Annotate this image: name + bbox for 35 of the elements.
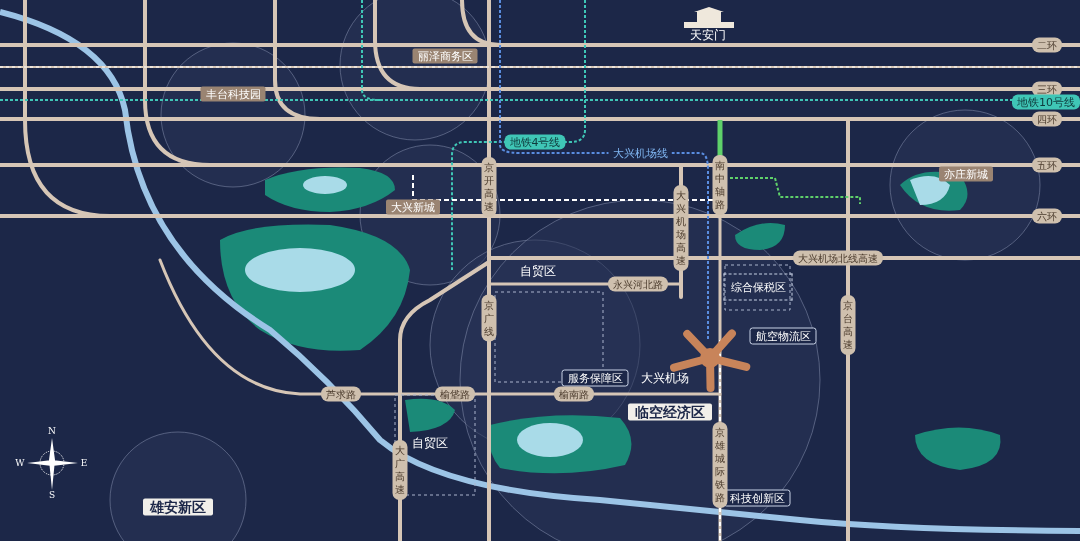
zone-label: 自贸区 [520, 264, 556, 278]
road-name-label: 芦求路 [321, 386, 361, 402]
compass-letter: N [48, 424, 56, 438]
road-name-label: 大兴机场北线高速 [793, 250, 883, 266]
ring-road-label: 二环 [1032, 37, 1062, 53]
district-tag: 雄安新区 [143, 498, 213, 516]
road-name-label: 榆垡路 [435, 386, 475, 402]
compass-letter: S [48, 488, 56, 502]
road-name-label: 南中轴路 [712, 155, 728, 215]
landmark-label: 天安门 [690, 28, 726, 42]
district-tag: 亦庄新城 [939, 166, 993, 182]
airport-label: 大兴机场 [641, 371, 689, 385]
metro-line-label: 地铁4号线 [504, 134, 566, 150]
road-name-label: 京广线 [481, 294, 497, 342]
district-tag: 丽泽商务区 [412, 48, 478, 64]
zone-label: 自贸区 [412, 436, 448, 450]
road-name-label: 永兴河北路 [608, 276, 668, 292]
district-tag: 大兴新城 [386, 199, 440, 215]
district-tag: 航空物流区 [749, 327, 817, 345]
compass-letter: W [15, 456, 25, 470]
road-name-label: 大广高速 [392, 440, 408, 500]
road-name-label: 京台高速 [840, 295, 856, 355]
ring-road-label: 四环 [1032, 111, 1062, 127]
ring-road-label: 五环 [1032, 157, 1062, 173]
road-name-label: 榆南路 [554, 386, 594, 402]
metro-line-label: 大兴机场线 [608, 146, 672, 160]
district-tag: 丰台科技园 [200, 86, 266, 102]
compass-letter: E [80, 456, 88, 470]
district-tag: 服务保障区 [561, 369, 629, 387]
district-tag: 临空经济区 [628, 403, 712, 421]
railway-label: 京雄城际铁路 [712, 422, 728, 508]
metro-line-label: 地铁10号线 [1012, 94, 1080, 110]
road-name-label: 京开高速 [481, 157, 497, 217]
ring-road-label: 六环 [1032, 208, 1062, 224]
road-name-label: 大兴机场高速 [673, 185, 689, 271]
